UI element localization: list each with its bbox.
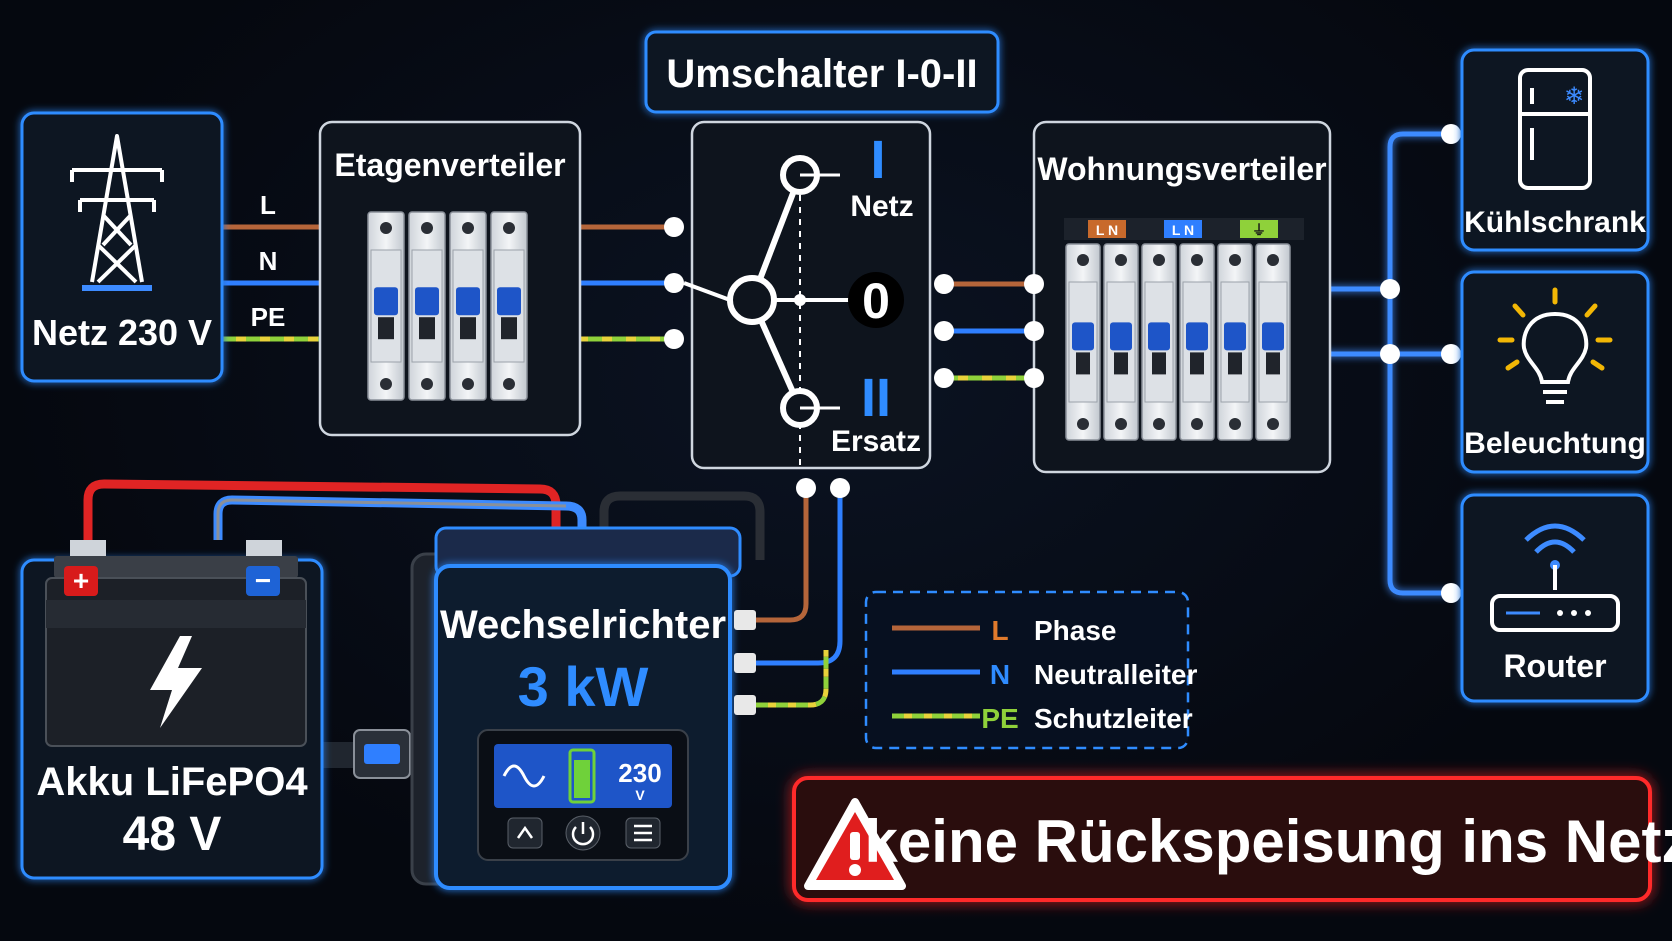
load-label-lighting: Beleuchtung [1464, 427, 1646, 460]
circuit-breaker [1065, 243, 1101, 441]
legend-tag: N [990, 659, 1010, 690]
wire-n-inverter [756, 488, 843, 666]
legend-tag: L [991, 615, 1008, 646]
inverter: Wechselrichter 3 kW 230 V [410, 526, 756, 890]
switch-title: Umschalter I-0-II [666, 52, 977, 96]
warning-box [792, 776, 1652, 902]
cable-battery-negative [216, 498, 567, 540]
changeover-switch: I Netz 0 II Ersatz [664, 120, 954, 470]
circuit-breaker [1179, 243, 1215, 441]
legend-item: PE Schutzleiter [892, 703, 1193, 734]
legend-text: Phase [1034, 615, 1117, 646]
switch-box [690, 120, 932, 470]
terminal-pe: ⏚ [1252, 222, 1266, 238]
switch-pos2-label: Ersatz [831, 425, 921, 458]
breaker-row-wohnung [1065, 243, 1291, 441]
power-icon [571, 826, 595, 846]
inverter-display-unit: V [635, 787, 645, 803]
circuit-breaker [408, 211, 446, 401]
inverter-display-value: 230 [618, 758, 661, 788]
circuit-breaker [1255, 243, 1291, 441]
circuit-breaker [1217, 243, 1253, 441]
power-tower-icon [70, 134, 164, 291]
load-router: Router [1460, 493, 1650, 703]
warning-icon [804, 798, 906, 890]
router-icon [1490, 523, 1620, 632]
switch-pos1-label: Netz [850, 190, 913, 223]
tag-l: L [260, 190, 276, 220]
circuit-breaker [367, 211, 405, 401]
load-fridge: ❄ Kühlschrank [1460, 48, 1650, 252]
tag-n: N [259, 246, 278, 276]
lightning-icon [150, 636, 202, 728]
sine-wave-icon [502, 764, 546, 788]
inverter-title: Wechselrichter [440, 603, 726, 647]
battery-body: + − [45, 540, 307, 747]
battery-label-voltage: 48 V [123, 808, 222, 861]
etagenverteiler: Etagenverteiler [318, 120, 582, 437]
wohnungsverteiler: Wohnungsverteiler L N L N ⏚ [1024, 120, 1332, 474]
inverter-power-button[interactable] [565, 815, 601, 851]
grid-source: Netz 230 V [20, 111, 224, 383]
warning-banner: keine Rückspeisung ins Netz [792, 776, 1672, 902]
breaker-row-etage [367, 211, 528, 401]
lightbulb-icon [1497, 287, 1613, 404]
wohnungsverteiler-title: Wohnungsverteiler [1037, 151, 1326, 187]
switch-pivot [727, 275, 777, 325]
inverter-power: 3 kW [518, 655, 649, 718]
battery: + − Akku LiFePO4 48 V [20, 540, 324, 880]
legend-text: Schutzleiter [1034, 703, 1193, 734]
battery-level-icon [568, 748, 596, 804]
cable-battery-positive [83, 479, 561, 558]
switch-pos1: I [870, 130, 885, 190]
terminal-ln-a: L N [1096, 222, 1118, 238]
circuit-breaker [490, 211, 528, 401]
legend-tag: PE [981, 703, 1018, 734]
menu-icon [634, 824, 652, 842]
wire-pe-inverter [756, 650, 829, 708]
legend-text: Neutralleiter [1034, 659, 1197, 690]
legend-item: N Neutralleiter [892, 659, 1197, 690]
svg-text:❄: ❄ [1564, 82, 1584, 110]
inverter-up-button[interactable] [507, 817, 543, 849]
battery-plus-icon: + [73, 565, 89, 596]
legend-item: L Phase [892, 615, 1117, 646]
switch-pos0: 0 [862, 273, 890, 329]
circuit-breaker [449, 211, 487, 401]
load-label-router: Router [1503, 648, 1606, 684]
load-lighting: Beleuchtung [1460, 270, 1650, 474]
inverter-menu-button[interactable] [625, 817, 661, 849]
switch-title-box [644, 30, 1000, 114]
warning-text: keine Rückspeisung ins Netz [865, 808, 1672, 875]
chevron-up-icon [516, 825, 534, 839]
legend-box [864, 590, 1190, 750]
battery-label-type: Akku LiFePO4 [36, 760, 308, 804]
dc-fuse-icon [353, 729, 411, 779]
etagenverteiler-title: Etagenverteiler [334, 147, 565, 183]
tag-pe: PE [251, 302, 286, 332]
wire-l-inverter [756, 488, 809, 623]
terminal-ln-b: L N [1172, 222, 1194, 238]
switch-pos2: II [861, 368, 891, 428]
circuit-breaker [1103, 243, 1139, 441]
circuit-breaker [1141, 243, 1177, 441]
load-label-fridge: Kühlschrank [1464, 206, 1646, 239]
bus-nodes [1380, 124, 1461, 603]
battery-minus-icon: − [255, 565, 271, 596]
grid-label: Netz 230 V [32, 312, 212, 353]
fridge-icon: ❄ [1518, 68, 1592, 190]
